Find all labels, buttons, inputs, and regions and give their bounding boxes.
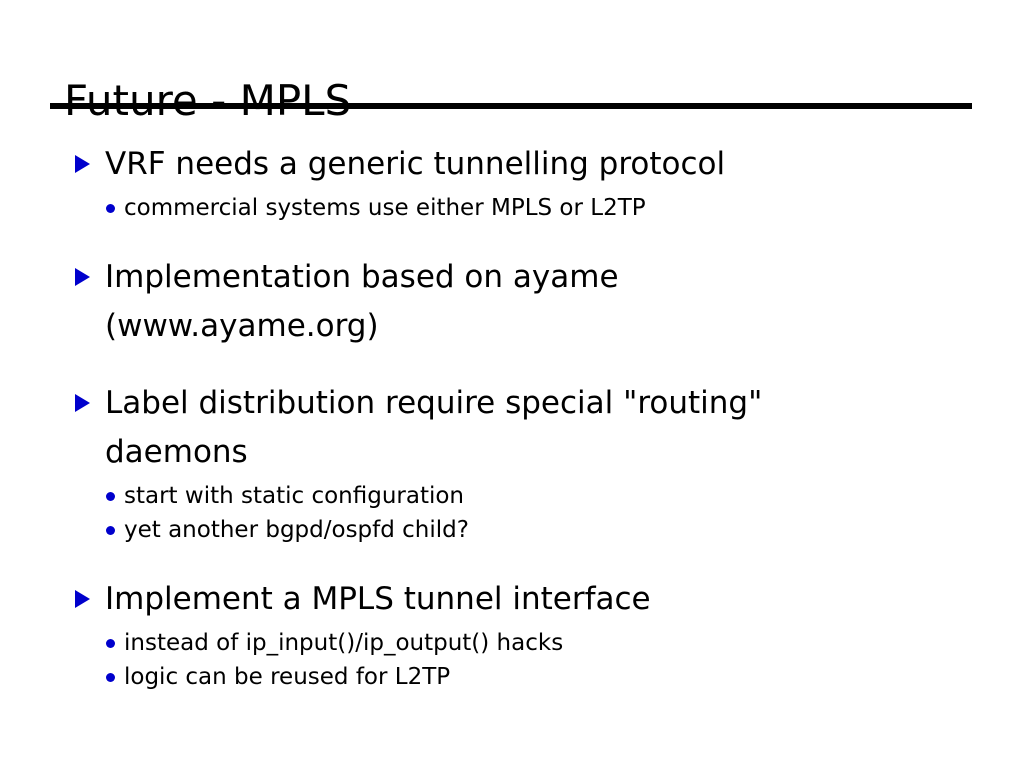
bullet-item-level2: commercial systems use either MPLS or L2… <box>0 191 1024 225</box>
blue-triangle-bullet-icon <box>75 268 90 286</box>
bullet-item-level1: Implementation based on ayame (www.ayame… <box>0 253 1024 351</box>
page-title: Future - MPLS <box>64 76 352 126</box>
bullet-item-level2: instead of ip_input()/ip_output() hacks <box>0 626 1024 660</box>
sub-bullet-list: instead of ip_input()/ip_output() hacks … <box>0 626 1024 694</box>
blue-dot-bullet-icon <box>106 639 115 648</box>
blue-triangle-bullet-icon <box>75 590 90 608</box>
title-underline-rule <box>50 103 972 109</box>
bullet-item-level1: Implement a MPLS tunnel interface <box>0 575 1024 624</box>
slide-body: VRF needs a generic tunnelling protocol … <box>0 140 1024 694</box>
bullet-line: Implement a MPLS tunnel interface <box>105 581 651 617</box>
bullet-text-level1: VRF needs a generic tunnelling protocol <box>105 140 845 189</box>
bullet-line: daemons <box>105 434 248 470</box>
bullet-text-level1: Label distribution require special "rout… <box>105 379 845 477</box>
bullet-item-level1: Label distribution require special "rout… <box>0 379 1024 477</box>
bullet-item-level2: yet another bgpd/ospfd child? <box>0 513 1024 547</box>
blue-dot-bullet-icon <box>106 673 115 682</box>
bullet-group: Implement a MPLS tunnel interface instea… <box>0 575 1024 694</box>
bullet-text-level2: start with static configuration <box>124 483 465 509</box>
bullet-item-level1: VRF needs a generic tunnelling protocol <box>0 140 1024 189</box>
bullet-text-level2: yet another bgpd/ospfd child? <box>124 517 469 543</box>
bullet-line: VRF needs a generic tunnelling protocol <box>105 146 726 182</box>
bullet-text-level2: logic can be reused for L2TP <box>124 664 451 690</box>
bullet-item-level2: logic can be reused for L2TP <box>0 660 1024 694</box>
sub-bullet-list: commercial systems use either MPLS or L2… <box>0 191 1024 225</box>
bullet-line: Label distribution require special "rout… <box>105 385 763 421</box>
blue-triangle-bullet-icon <box>75 155 90 173</box>
blue-dot-bullet-icon <box>106 526 115 535</box>
bullet-line: (www.ayame.org) <box>105 308 379 344</box>
bullet-line: Implementation based on ayame <box>105 259 619 295</box>
bullet-text-level1: Implement a MPLS tunnel interface <box>105 575 845 624</box>
bullet-group: Label distribution require special "rout… <box>0 379 1024 547</box>
bullet-group: VRF needs a generic tunnelling protocol … <box>0 140 1024 225</box>
bullet-group: Implementation based on ayame (www.ayame… <box>0 253 1024 351</box>
bullet-text-level2: commercial systems use either MPLS or L2… <box>124 195 646 221</box>
bullet-text-level2: instead of ip_input()/ip_output() hacks <box>124 630 564 656</box>
bullet-text-level1: Implementation based on ayame (www.ayame… <box>105 253 845 351</box>
blue-triangle-bullet-icon <box>75 394 90 412</box>
sub-bullet-list: start with static configuration yet anot… <box>0 479 1024 547</box>
blue-dot-bullet-icon <box>106 492 115 501</box>
blue-dot-bullet-icon <box>106 204 115 213</box>
bullet-item-level2: start with static configuration <box>0 479 1024 513</box>
